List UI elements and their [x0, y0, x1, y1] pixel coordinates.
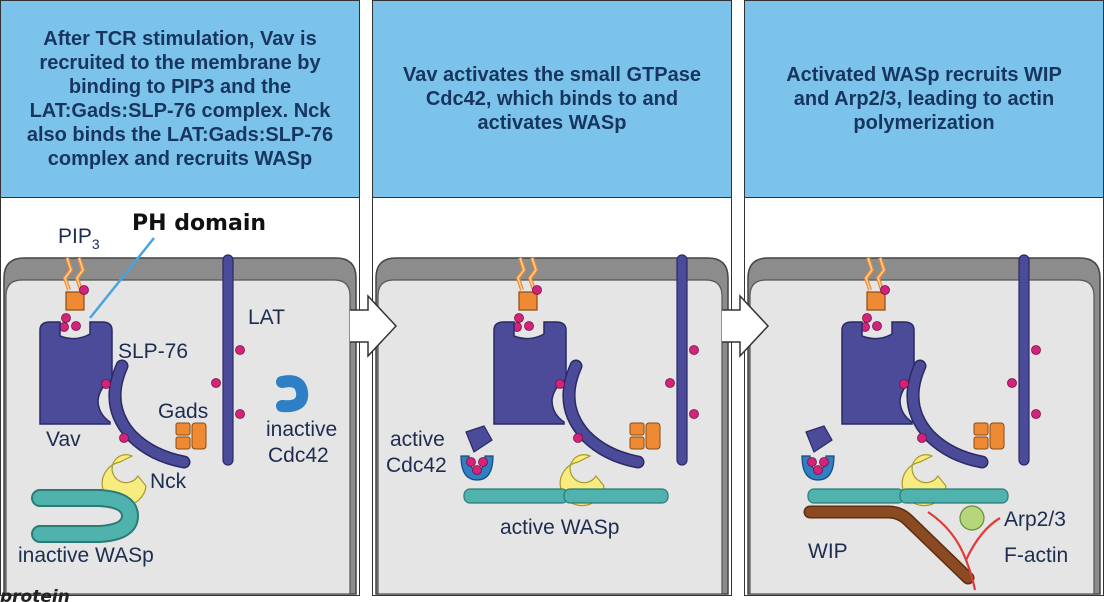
cdc42-phosphate	[466, 457, 476, 467]
pip3-phosphate	[532, 285, 542, 295]
panel-2-header-line-3: activates WASp	[477, 112, 627, 134]
panel-2-cell	[375, 257, 729, 595]
cdc42-gtp-cap	[805, 425, 833, 453]
panel-3-header-text: Activated WASp recruits WIP and Arp2/3, …	[778, 63, 1070, 135]
cdc42-phosphate	[813, 465, 823, 475]
panel-3-header: Activated WASp recruits WIP and Arp2/3, …	[745, 1, 1103, 198]
label-inactive-cdc42-line-2: Cdc42	[268, 444, 329, 467]
wip-protein-fill	[805, 507, 973, 583]
pip3-phosphate	[59, 322, 69, 332]
inactive-wasp-fill	[33, 491, 138, 541]
panel-1-header-line-3: binding to PIP3 and the	[68, 76, 292, 98]
lat-phosphate	[1031, 345, 1041, 355]
slp76-phosphate	[573, 433, 583, 443]
slp76-phosphate	[119, 433, 129, 443]
inactive-cdc42-shape	[276, 375, 309, 413]
pip3-phosphate	[524, 321, 534, 331]
panel-1-header-line-5: also binds the LAT:Gads:SLP-76	[26, 124, 334, 146]
cdc42-phosphate	[478, 457, 488, 467]
panel-1-header-line-4: LAT:Gads:SLP-76 complex. Nck	[29, 100, 331, 122]
label-nck: Nck	[150, 470, 187, 493]
pip3-headgroup	[518, 291, 538, 311]
footer-fragment: protein	[0, 587, 70, 602]
pip3-headgroup	[65, 291, 85, 311]
panel-1-molecules	[31, 237, 309, 543]
label-vav: Vav	[46, 428, 81, 451]
label-lat: LAT	[248, 306, 285, 329]
pip3-headgroup	[866, 291, 886, 311]
cdc42-phosphate	[807, 457, 817, 467]
label-pip3: PIP3	[58, 225, 100, 252]
lat-phosphate	[689, 345, 699, 355]
label-slp76: SLP-76	[118, 340, 188, 363]
panel-3-header-line-2: and Arp2/3, leading to actin	[793, 88, 1055, 110]
transition-arrow-1	[350, 294, 398, 358]
panel-1-header-line-1: After TCR stimulation, Vav is	[43, 28, 317, 50]
panel-2-molecules	[460, 254, 699, 507]
slp76-phosphate	[101, 379, 111, 389]
cdc42-phosphate	[819, 457, 829, 467]
pip3-phosphate	[862, 313, 872, 323]
lat-protein	[1018, 254, 1030, 466]
cdc42-phosphate	[472, 465, 482, 475]
label-inactive-cdc42-line-1: inactive	[266, 418, 337, 441]
lat-phosphate	[665, 378, 675, 388]
panel-2-header-line-2: Cdc42, which binds to and	[425, 88, 679, 110]
panel-1-header: After TCR stimulation, Vav is recruited …	[1, 1, 359, 198]
lat-protein	[676, 254, 688, 466]
wasp-right	[899, 488, 1009, 504]
cdc42-gtp-cap	[465, 425, 493, 453]
active-wasp-left	[463, 488, 569, 504]
label-active-cdc42-line-2: Cdc42	[386, 454, 447, 477]
panel-3-header-line-3: polymerization	[853, 112, 995, 134]
lat-phosphate	[1007, 378, 1017, 388]
pip3-phosphate	[79, 285, 89, 295]
label-active-wasp: active WASp	[500, 516, 619, 539]
ph-domain-pointer	[89, 237, 155, 319]
panel-3-header-line-1: Activated WASp recruits WIP	[786, 64, 1062, 86]
pip3-phosphate	[61, 313, 71, 323]
panel-2-header-text: Vav activates the small GTPase Cdc42, wh…	[395, 63, 709, 135]
label-ph-domain: PH domain	[132, 211, 266, 236]
label-factin: F-actin	[1004, 544, 1068, 567]
panel-2-header: Vav activates the small GTPase Cdc42, wh…	[373, 1, 731, 198]
panel-1-header-line-2: recruited to the membrane by	[39, 52, 321, 74]
lat-phosphate	[235, 409, 245, 419]
pip3-phosphate	[872, 321, 882, 331]
slp76-phosphate	[899, 379, 909, 389]
lat-phosphate	[689, 409, 699, 419]
slp76-phosphate	[917, 433, 927, 443]
panel-3-molecules	[801, 254, 1041, 591]
slp76-phosphate	[555, 379, 565, 389]
transition-arrow-2	[722, 294, 770, 358]
label-inactive-wasp: inactive WASp	[18, 544, 154, 567]
pip3-phosphate	[514, 313, 524, 323]
lat-phosphate	[1031, 409, 1041, 419]
panel-1-header-line-6: complex and recruits WASp	[47, 148, 313, 170]
f-actin-filament	[927, 511, 1001, 591]
pip3-phosphate	[880, 285, 890, 295]
arp23-complex	[959, 505, 985, 531]
lat-phosphate	[211, 378, 221, 388]
wasp-left	[807, 488, 905, 504]
label-arp23: Arp2/3	[1004, 508, 1066, 531]
panel-2-header-line-1: Vav activates the small GTPase	[403, 64, 701, 86]
lat-protein	[222, 254, 234, 466]
active-wasp-right	[563, 488, 669, 504]
panel-1-header-text: After TCR stimulation, Vav is recruited …	[19, 27, 341, 171]
label-wip: WIP	[808, 540, 848, 563]
label-active-cdc42-line-1: active	[390, 428, 445, 451]
pip3-phosphate	[71, 321, 81, 331]
lat-phosphate	[235, 345, 245, 355]
label-gads: Gads	[158, 400, 208, 423]
